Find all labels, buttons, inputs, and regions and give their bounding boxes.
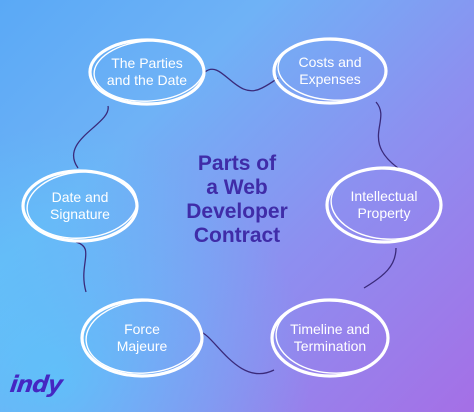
node-timeline-termination: Timeline and Termination xyxy=(270,302,390,374)
node-force-majeure-line-2: Majeure xyxy=(116,338,168,354)
diagram-title-line-4: Contract xyxy=(193,224,281,247)
node-parties-date-line-2: and the Date xyxy=(106,72,188,88)
node-date-signature-line-2: Signature xyxy=(50,206,110,222)
node-force-majeure-line-1: Force xyxy=(124,321,160,337)
indy-logo: indy xyxy=(8,372,64,398)
node-date-signature: Date and Signature xyxy=(20,170,140,242)
connector-date-to-parties xyxy=(72,105,109,169)
node-intellectual-property: Intellectual Property xyxy=(324,169,444,241)
diagram-title-line-1: Parts of xyxy=(197,152,277,175)
node-date-signature-line-1: Date and xyxy=(51,189,109,205)
diagram-title-line-3: Developer xyxy=(186,200,288,223)
node-force-majeure: Force Majeure xyxy=(82,302,202,374)
diagram-title: Parts of a Web Developer Contract xyxy=(157,152,317,248)
node-outline-timeline xyxy=(270,298,390,378)
node-outline-ip xyxy=(325,166,443,244)
node-timeline-termination-line-1: Timeline and xyxy=(290,321,370,337)
node-outline-costs xyxy=(272,37,388,105)
node-intellectual-property-line-1: Intellectual xyxy=(350,188,418,204)
node-costs-expenses-line-1: Costs and xyxy=(298,54,362,70)
connector-force-to-date xyxy=(75,241,87,293)
connector-parties-to-costs xyxy=(204,68,279,92)
connector-ip-to-timeline xyxy=(363,247,397,289)
node-outline-force xyxy=(80,298,204,378)
node-parties-date-line-1: The Parties xyxy=(111,55,183,71)
connector-timeline-to-force xyxy=(199,331,275,375)
node-costs-expenses: Costs and Expenses xyxy=(270,35,390,107)
connector-costs-to-ip xyxy=(375,101,399,169)
node-intellectual-property-line-2: Property xyxy=(357,205,411,221)
node-outline-date-signature xyxy=(21,169,139,243)
node-timeline-termination-line-2: Termination xyxy=(293,338,367,354)
diagram-title-line-2: a Web xyxy=(206,176,268,199)
node-costs-expenses-line-2: Expenses xyxy=(299,71,361,87)
node-outline-parties xyxy=(88,38,206,106)
node-parties-date: The Parties and the Date xyxy=(87,36,207,108)
